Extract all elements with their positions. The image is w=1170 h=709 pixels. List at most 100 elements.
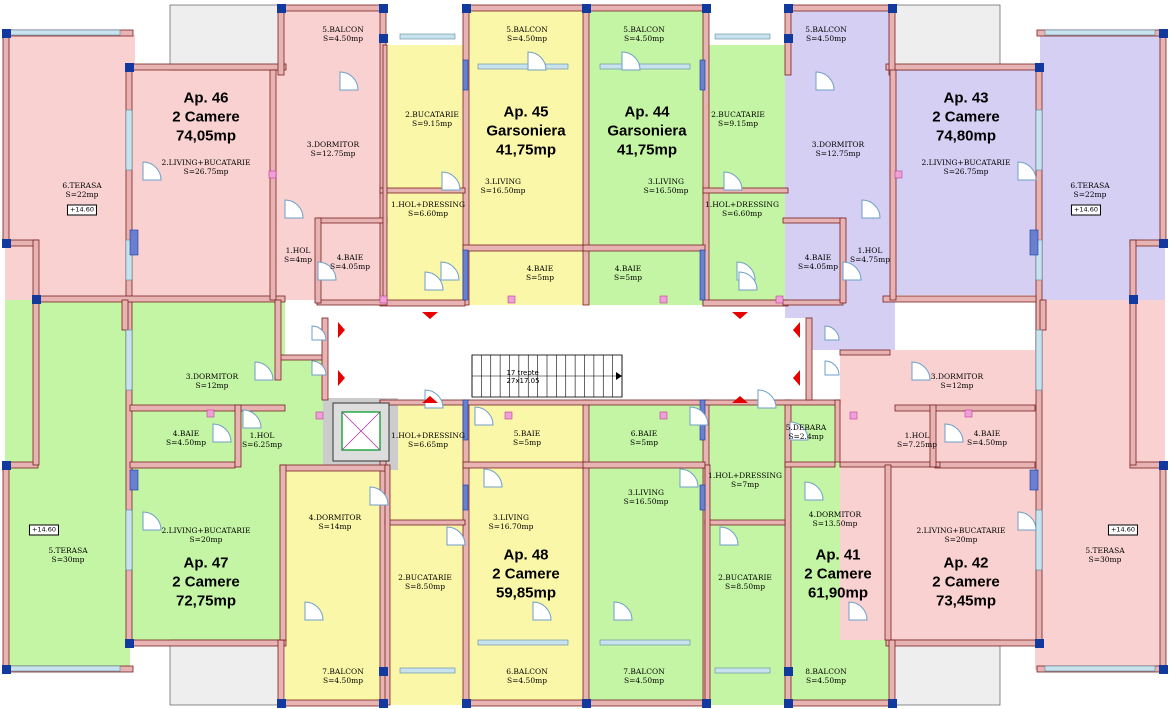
door-swing-y <box>679 468 699 488</box>
wall-79 <box>929 404 937 468</box>
wall-1 <box>2 29 10 246</box>
fire-arrow-3 <box>793 370 800 386</box>
column-stub-9 <box>699 249 706 301</box>
fixture-marker-4 <box>775 295 784 304</box>
column-26 <box>784 699 793 708</box>
column-22 <box>379 699 388 708</box>
column-21 <box>277 699 286 708</box>
room-fill-living-a41 <box>585 400 705 705</box>
fixture-marker-3 <box>659 295 668 304</box>
door-swing-B <box>446 526 466 546</box>
room-fill-terasa-a47 <box>5 300 130 670</box>
wall-58 <box>704 519 786 526</box>
door-swing-O <box>738 271 758 291</box>
elevation-mark-a46: +14.60 <box>66 204 98 216</box>
wall-74 <box>889 69 897 301</box>
terrace-corner-2 <box>169 639 281 706</box>
fire-arrow-7 <box>732 396 748 403</box>
window-15 <box>1044 29 1156 36</box>
wall-81 <box>834 399 841 463</box>
room-fill-living-a44 <box>585 5 705 305</box>
window-0 <box>125 109 133 171</box>
room-fill-living-a42 <box>840 350 1040 640</box>
room-fill-dormitor-a46 <box>278 70 383 300</box>
wall-73 <box>839 217 847 304</box>
window-3 <box>1035 109 1043 171</box>
column-9 <box>1159 665 1168 674</box>
door-swing-z <box>689 406 709 426</box>
wall-32 <box>277 639 285 706</box>
wall-48 <box>462 244 586 252</box>
room-fill-living-a46 <box>130 70 280 300</box>
wall-63 <box>782 299 844 306</box>
door-swing-r <box>142 511 162 531</box>
door-swing-h <box>621 51 641 71</box>
door-swing-t <box>369 486 389 506</box>
fire-arrow-2 <box>793 322 800 338</box>
wall-39 <box>784 399 792 706</box>
wall-23 <box>277 4 387 12</box>
fixture-marker-1 <box>379 295 388 304</box>
wall-62 <box>316 299 388 306</box>
elevator-diag-b <box>341 411 381 451</box>
wall-18 <box>125 63 287 71</box>
door-swing-F <box>848 601 868 621</box>
fixture-marker-9 <box>659 411 668 420</box>
wall-49 <box>582 244 706 252</box>
window-2 <box>125 509 133 571</box>
door-swing-D <box>789 421 809 441</box>
wall-21 <box>885 639 1043 647</box>
room-fill-living-a48 <box>465 400 585 705</box>
room-fill-living-a47 <box>130 300 285 640</box>
column-7 <box>1159 461 1168 470</box>
wall-76 <box>234 404 242 468</box>
column-24 <box>582 699 591 708</box>
door-swing-g <box>527 51 547 71</box>
door-swing-G <box>911 361 931 381</box>
wall-11 <box>1129 239 1137 301</box>
fire-arrow-0 <box>338 322 345 338</box>
wall-19 <box>885 63 1043 71</box>
window-16 <box>9 665 121 672</box>
wall-15 <box>1129 299 1137 466</box>
fixture-marker-11 <box>964 409 973 418</box>
fixture-marker-10 <box>849 411 858 420</box>
window-8 <box>599 63 691 70</box>
wall-45 <box>279 464 386 472</box>
column-3 <box>1159 239 1168 248</box>
wall-70 <box>269 69 277 301</box>
door-swing-H <box>944 423 964 443</box>
fixture-marker-6 <box>206 409 215 418</box>
window-10 <box>399 667 456 674</box>
wall-30 <box>784 4 894 12</box>
wall-42 <box>32 295 286 303</box>
column-stub-4 <box>129 469 139 491</box>
wall-82 <box>704 464 711 706</box>
door-swing-C <box>757 389 777 409</box>
door-swing-o <box>254 361 274 381</box>
room-fill-balcon-a46 <box>278 5 380 70</box>
wall-43 <box>882 295 1037 303</box>
